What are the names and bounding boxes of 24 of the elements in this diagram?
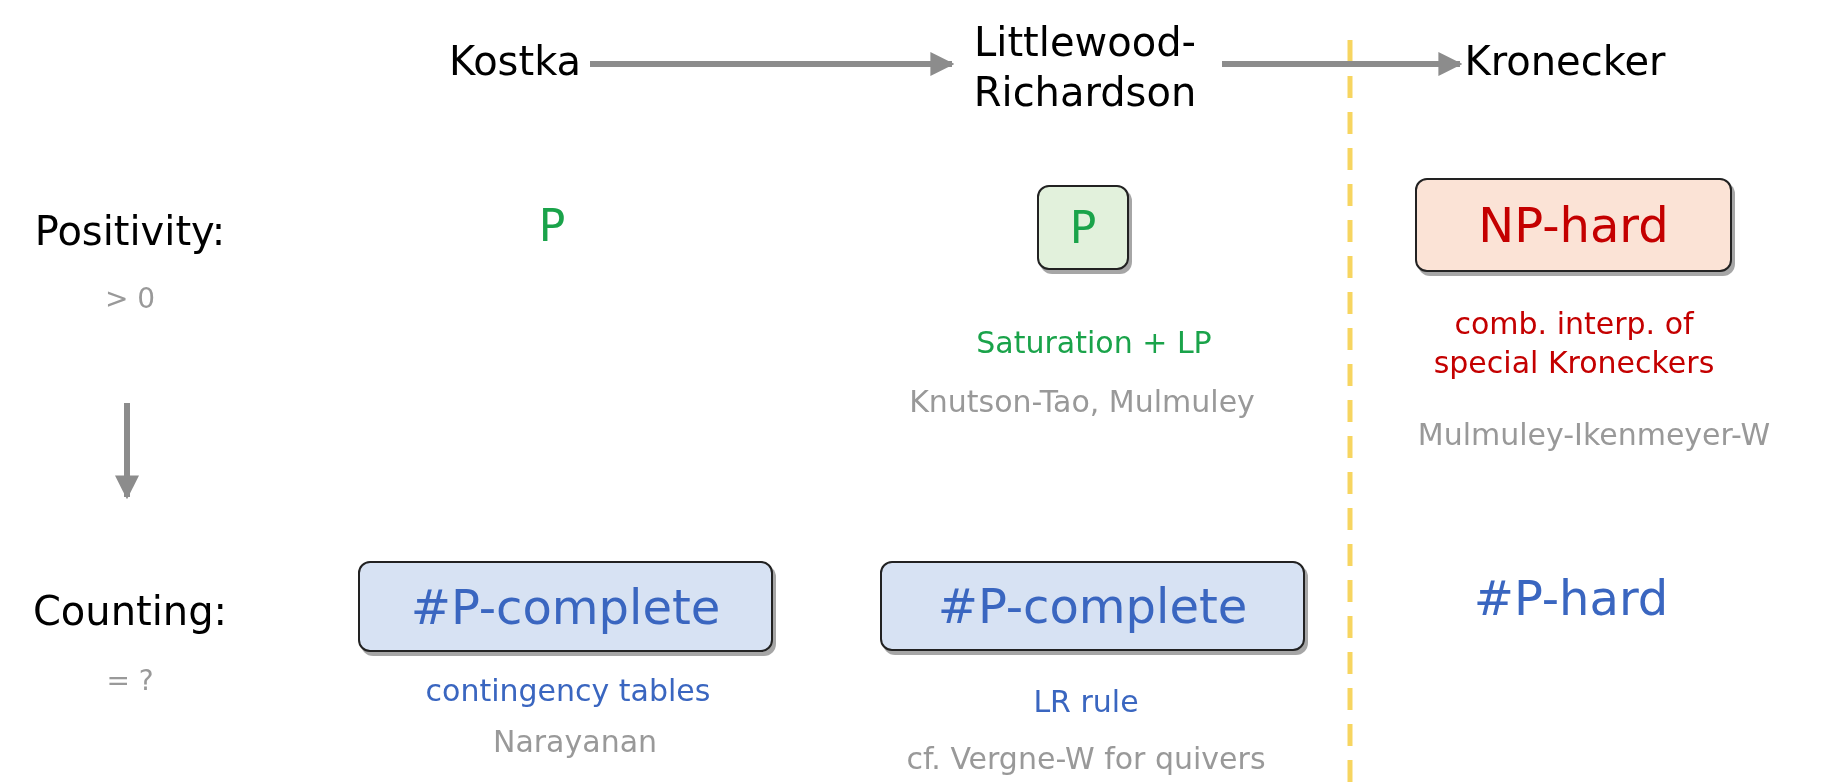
arrow (1222, 52, 1463, 76)
row-condition: = ? (106, 664, 154, 697)
citation-text: Narayanan (492, 724, 658, 759)
column-heading: Kronecker (1440, 30, 1690, 92)
complexity-box: P (1037, 185, 1129, 270)
arrow (115, 403, 139, 500)
complexity-box: NP-hard (1415, 178, 1732, 272)
complexity-box: #P-complete (358, 561, 773, 652)
citation-text: Knutson-Tao, Mulmuley (909, 384, 1255, 419)
row-heading: Counting: (32, 588, 228, 634)
column-heading: Littlewood-Richardson (972, 18, 1198, 117)
citation-text: cf. Vergne-W for quivers (906, 741, 1266, 776)
complexity-label: #P-hard (1473, 570, 1669, 626)
column-heading: Kostka (440, 30, 590, 92)
complexity-box: #P-complete (880, 561, 1305, 651)
complexity-label: P (538, 200, 566, 251)
explanation-text: contingency tables (425, 673, 711, 708)
citation-text: Mulmuley-Ikenmeyer-W (1417, 417, 1771, 452)
explanation-text: LR rule (1033, 684, 1139, 719)
explanation-text: Saturation + LP (976, 325, 1212, 360)
arrow (590, 52, 955, 76)
row-heading: Positivity: (34, 208, 226, 254)
row-condition: > 0 (104, 282, 156, 315)
explanation-text: comb. interp. of special Kroneckers (1432, 305, 1716, 382)
